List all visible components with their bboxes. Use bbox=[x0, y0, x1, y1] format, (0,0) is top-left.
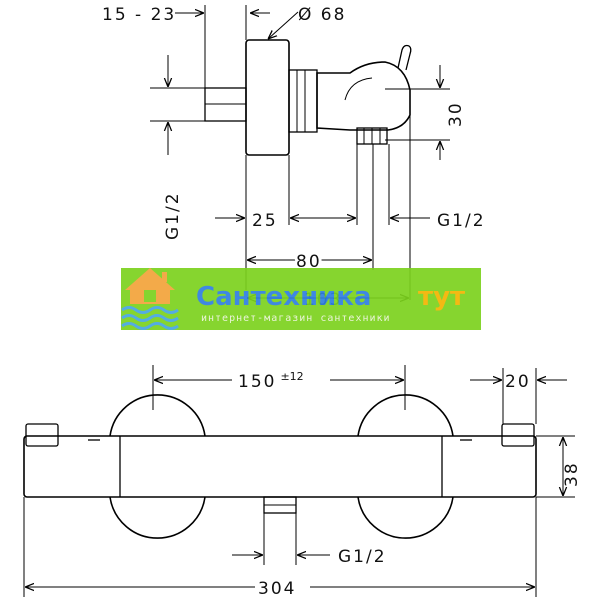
house-icon bbox=[125, 268, 175, 304]
watermark-brand: Сантехника bbox=[196, 282, 371, 312]
right-flange bbox=[357, 394, 454, 539]
waves-icon bbox=[121, 306, 179, 330]
handle-lever bbox=[397, 44, 412, 71]
connector-nut bbox=[288, 69, 318, 133]
wall-flange bbox=[245, 39, 290, 156]
dim-15-23: 15 - 23 bbox=[102, 5, 176, 25]
front-view-drawing: 150±12 20 38 G1/2 304 bbox=[23, 365, 582, 599]
dim-g12-outlet: G1/2 bbox=[338, 547, 387, 567]
thermostat-body bbox=[316, 61, 411, 131]
dim-30: 30 bbox=[446, 101, 466, 127]
dim-diameter-68: Ø 68 bbox=[298, 5, 346, 25]
left-handle bbox=[25, 423, 59, 447]
left-flange bbox=[109, 394, 206, 539]
dim-38: 38 bbox=[562, 461, 582, 487]
dim-g12-left: G1/2 bbox=[163, 191, 183, 240]
dim-304: 304 bbox=[258, 579, 296, 599]
watermark-background bbox=[121, 268, 481, 330]
dim-80: 80 bbox=[296, 252, 322, 272]
dim-d68-leader bbox=[268, 11, 299, 39]
dim-20: 20 bbox=[505, 372, 531, 392]
side-view-drawing: 15 - 23 Ø 68 30 G1/2 25 G1/2 80 103 bbox=[102, 5, 486, 310]
watermark-tagline: интернет-магазин сантехники bbox=[201, 313, 391, 324]
dim-150: 150±12 bbox=[238, 370, 304, 392]
mixer-body bbox=[23, 435, 537, 498]
dim-g12-right: G1/2 bbox=[437, 211, 486, 231]
right-handle bbox=[501, 423, 535, 447]
watermark-brand-accent: тут bbox=[418, 282, 465, 312]
watermark-banner: Сантехника тут интернет-магазин сантехни… bbox=[121, 268, 481, 330]
dim-25: 25 bbox=[252, 211, 278, 231]
